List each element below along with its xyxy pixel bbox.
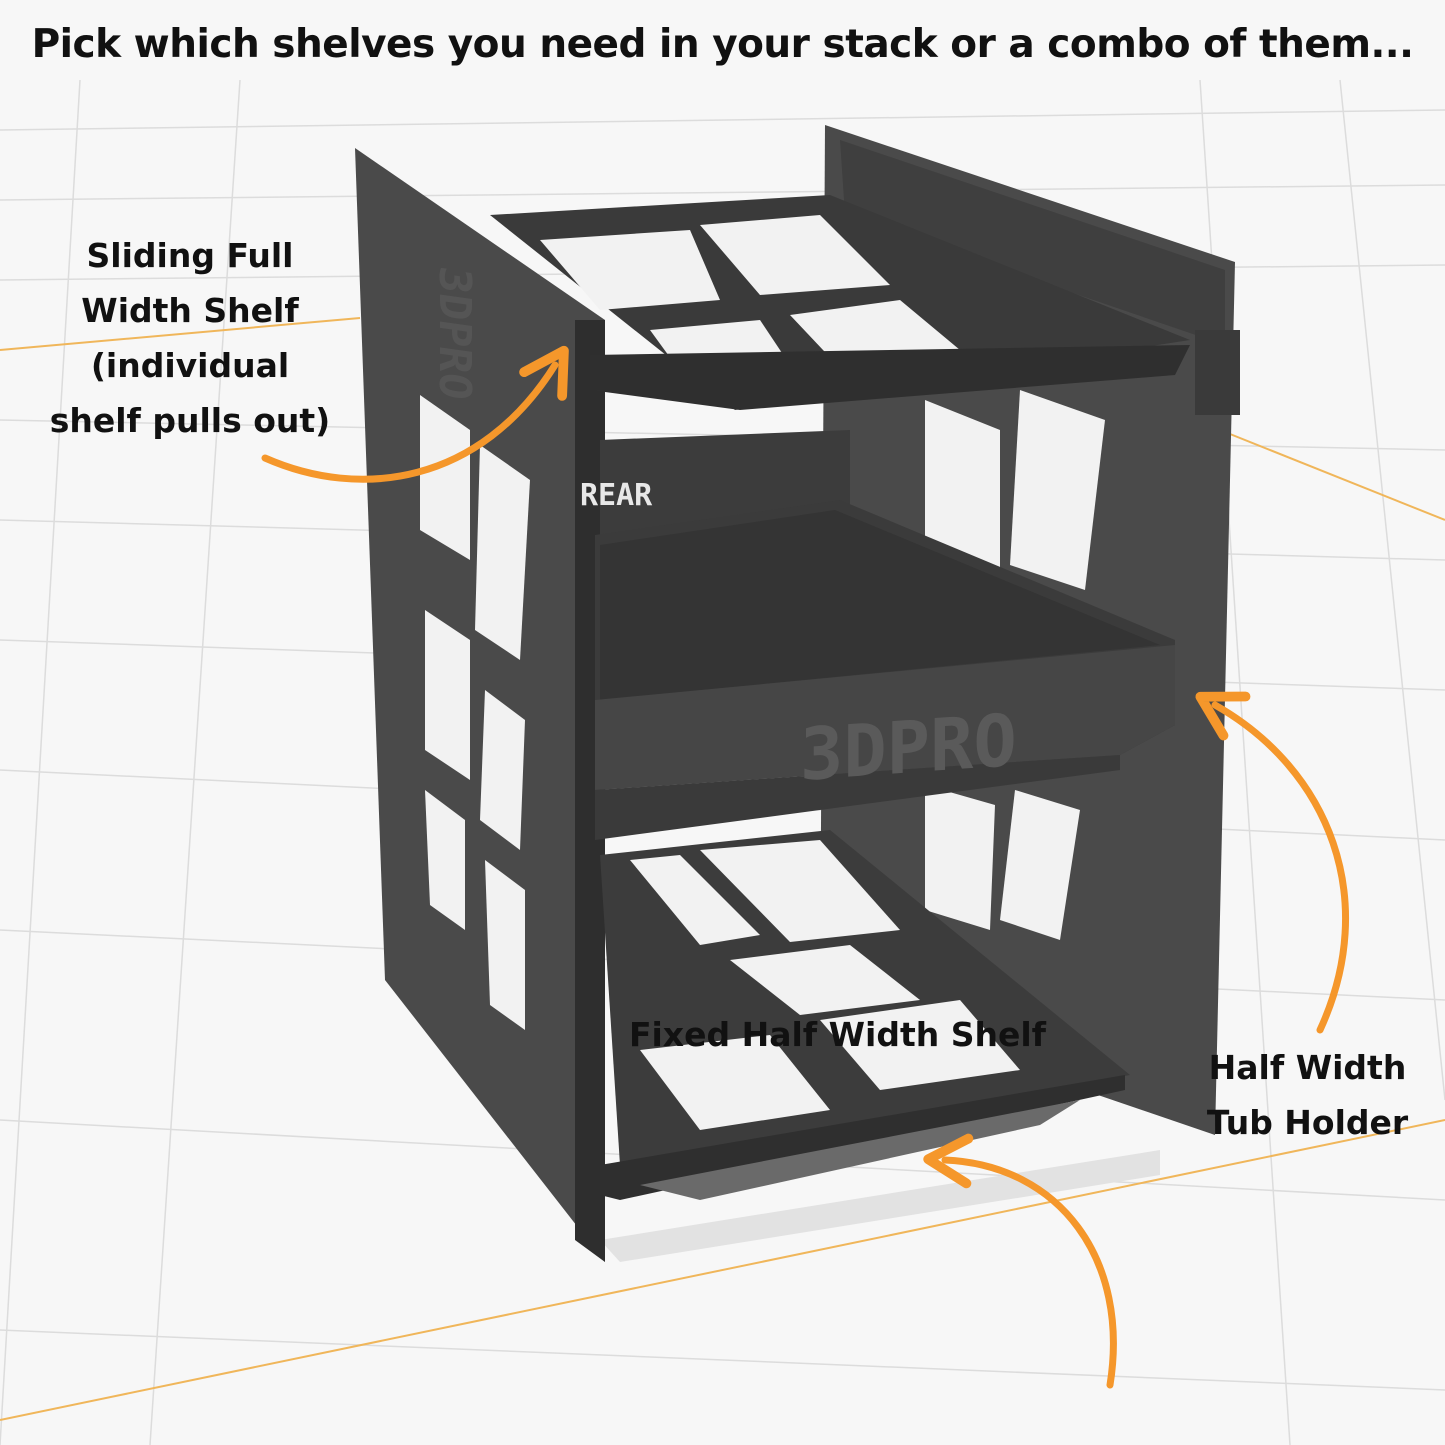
callout-fixed-half-width-shelf: Fixed Half Width Shelf [628, 1015, 1047, 1054]
fixed-half-width-shelf [600, 830, 1130, 1200]
side-logo-engraving: 3DPRO [429, 263, 480, 403]
rear-label-engraving: REAR [580, 478, 653, 513]
callout-sliding-full-width-shelf: Sliding Full Width Shelf (individual she… [49, 236, 331, 440]
curved-arrow-icon [1195, 691, 1350, 1034]
curved-arrow-icon [261, 345, 569, 483]
rack-left-panel [355, 148, 605, 1262]
callout-arrows [261, 345, 1350, 1389]
rack-engravings: 3DPRO REAR 3DPRO [429, 263, 1017, 797]
sliding-full-width-shelf [490, 195, 1190, 410]
callout-half-width-tub-holder: Half Width Tub Holder [1206, 1048, 1409, 1142]
tub-logo-engraving: 3DPRO [800, 698, 1017, 797]
floor-accent-lines [0, 275, 1445, 1421]
page-headline: Pick which shelves you need in your stac… [31, 22, 1414, 67]
curved-arrow-icon [923, 1133, 1117, 1389]
half-width-tub-holder [595, 500, 1175, 840]
